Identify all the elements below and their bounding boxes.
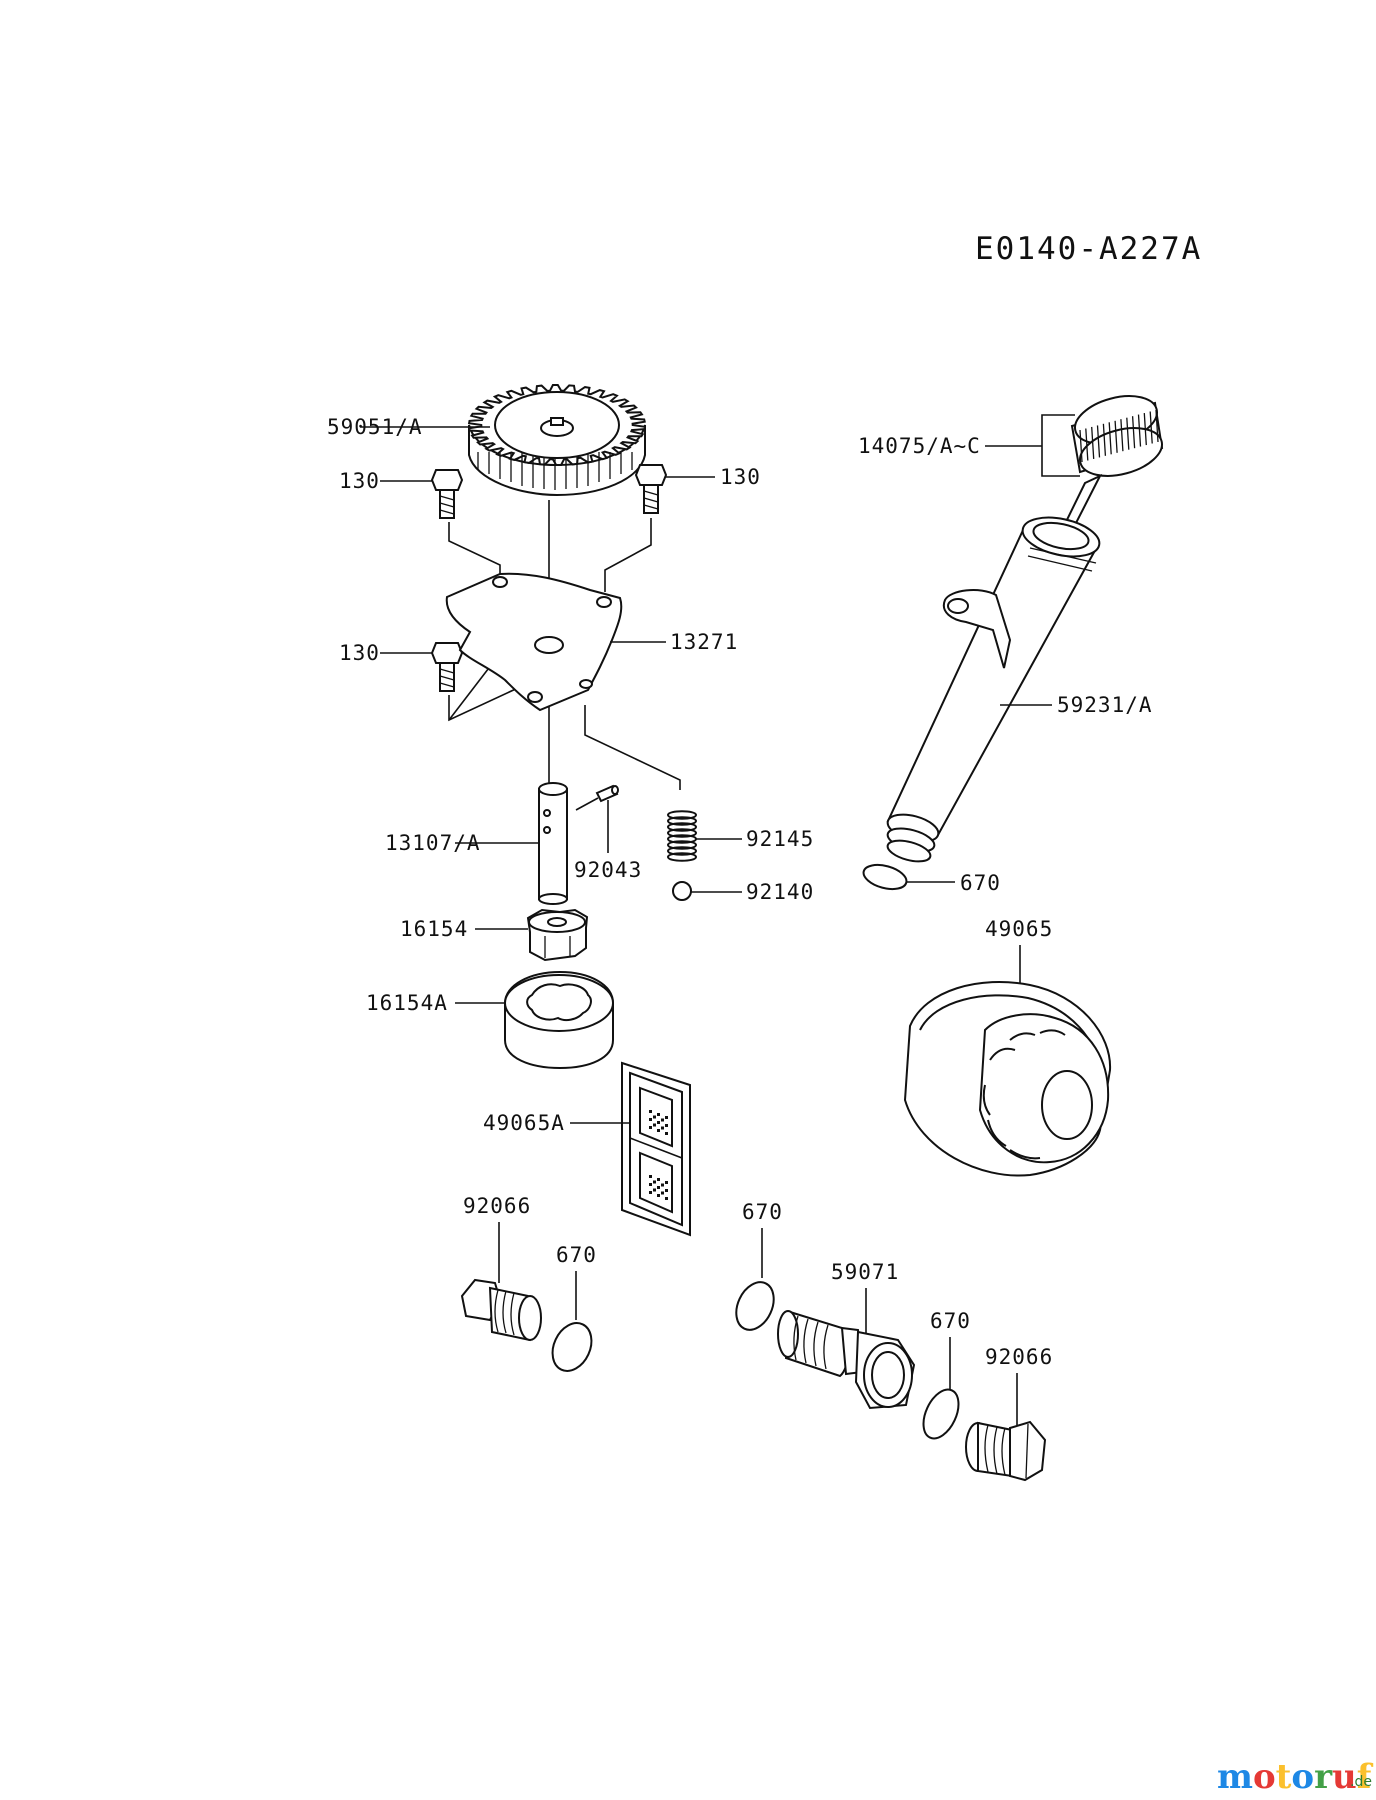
label-fitting: 59071 — [831, 1260, 899, 1284]
label-outer-rotor: 16154A — [366, 991, 448, 1015]
label-oring-mid: 670 — [742, 1200, 783, 1224]
label-plug-right: 92066 — [985, 1345, 1053, 1369]
label-inner-rotor: 16154 — [400, 917, 468, 941]
pin — [595, 784, 619, 803]
inner-rotor — [526, 908, 589, 962]
oring-left — [551, 1322, 593, 1372]
dipstick-tube — [886, 516, 1101, 863]
diagram-code: E0140-A227A — [975, 231, 1202, 267]
oring-tube — [862, 863, 908, 891]
oring-mid — [735, 1281, 775, 1331]
oring-right — [922, 1388, 960, 1440]
label-plug-left: 92066 — [463, 1194, 531, 1218]
svg-text:motoruf: motoruf — [1217, 1757, 1374, 1797]
label-oring-tube: 670 — [960, 871, 1001, 895]
label-spring: 92145 — [746, 827, 814, 851]
label-bolt-mid-left: 130 — [339, 641, 380, 665]
watermark-logo: motoruf .de — [1217, 1757, 1374, 1797]
dipstick-cap — [1059, 395, 1164, 532]
label-dipstick-cap: 14075/A~C — [858, 434, 981, 458]
label-bolt-top-left: 130 — [339, 469, 380, 493]
outer-rotor — [504, 970, 614, 1070]
plug-right — [965, 1420, 1047, 1482]
bolt-mid-left — [430, 642, 464, 692]
label-shaft: 13107/A — [385, 831, 481, 855]
label-oil-filter: 49065 — [985, 917, 1053, 941]
fitting — [777, 1310, 916, 1410]
label-dipstick-tube: 59231/A — [1057, 693, 1153, 717]
spring — [667, 810, 698, 862]
bolt-top-right — [634, 464, 668, 514]
pump-shaft — [538, 782, 568, 905]
gear-part — [467, 384, 647, 497]
oil-filter — [903, 981, 1112, 1177]
label-gear: 59051/A — [327, 415, 423, 439]
label-screen: 49065A — [483, 1111, 565, 1135]
check-ball — [672, 881, 692, 901]
svg-text:.de: .de — [1350, 1774, 1372, 1790]
label-ball: 92140 — [746, 880, 814, 904]
label-oring-left: 670 — [556, 1243, 597, 1267]
plug-left — [460, 1278, 542, 1342]
oil-screen — [621, 1061, 691, 1237]
label-bolt-top-right: 130 — [720, 465, 761, 489]
label-plate: 13271 — [670, 630, 738, 654]
label-oring-right: 670 — [930, 1309, 971, 1333]
pump-plate — [445, 572, 623, 712]
label-pin: 92043 — [574, 858, 642, 882]
bolt-top-left — [430, 469, 464, 519]
